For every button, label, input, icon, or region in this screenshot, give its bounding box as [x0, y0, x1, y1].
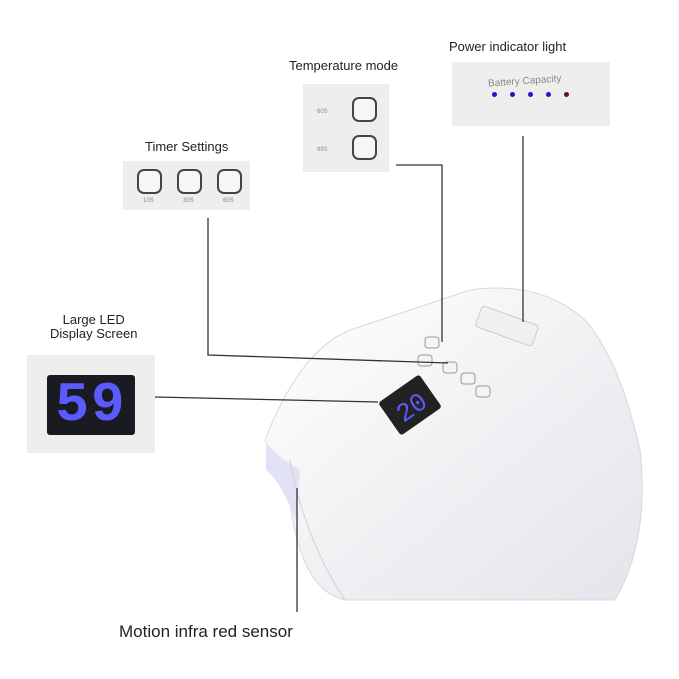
led-display-panel: 59 — [27, 355, 155, 453]
lamp-front-edge — [289, 459, 346, 601]
led-screen: 59 — [47, 373, 135, 437]
temp-button-99s[interactable] — [352, 135, 377, 160]
battery-leds — [492, 92, 569, 97]
timer-settings-label: Timer Settings — [145, 139, 229, 154]
motion-sensor-label: Motion infra red sensor — [119, 622, 293, 641]
temp-label-60s: 60S — [317, 109, 328, 115]
timer-button-30s[interactable] — [177, 169, 202, 194]
callout-lines — [154, 136, 524, 612]
led-label-line1: Large LED — [62, 312, 125, 327]
timer-panel: 10S 30S 60S — [123, 161, 250, 210]
led-reading: 59 — [55, 373, 127, 437]
timer-label-30s: 30S — [183, 198, 194, 204]
device-battery-strip — [475, 305, 539, 347]
battery-capacity-text: Battery Capacity — [487, 73, 562, 90]
lamp-body — [264, 287, 643, 601]
temperature-mode-label: Temperature mode — [289, 58, 399, 73]
timer-button-10s[interactable] — [137, 169, 162, 194]
led-display-label: Large LED Display Screen — [50, 313, 137, 341]
temp-button-60s[interactable] — [352, 97, 377, 122]
temperature-panel: 60S 99S — [303, 84, 389, 172]
timer-label-60s: 60S — [223, 198, 234, 204]
temp-label-99s: 99S — [317, 147, 328, 153]
timer-button-60s[interactable] — [217, 169, 242, 194]
battery-panel: Battery Capacity — [452, 62, 610, 126]
led-label-line2: Display Screen — [50, 326, 138, 341]
timer-label-10s: 10S — [143, 198, 154, 204]
power-indicator-label: Power indicator light — [449, 39, 567, 54]
device-buttons — [417, 336, 491, 398]
lamp-opening — [266, 442, 300, 520]
